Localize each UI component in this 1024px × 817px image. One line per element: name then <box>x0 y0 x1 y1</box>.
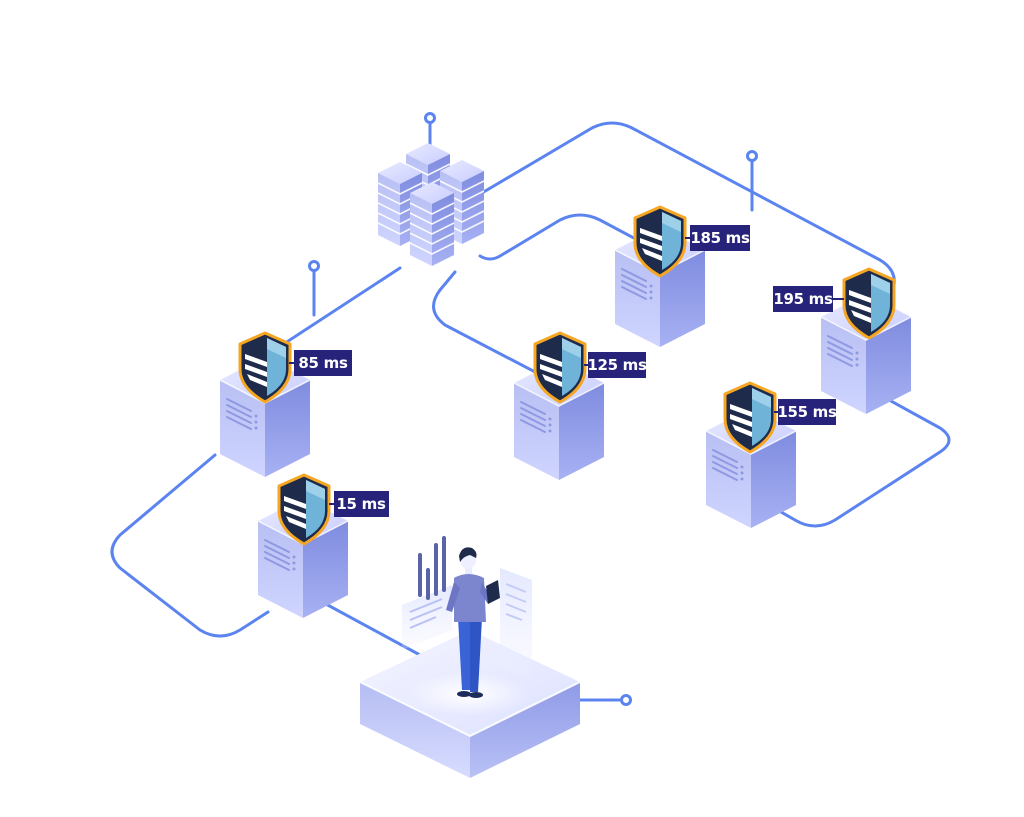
edge-node-125: 125 ms <box>513 331 647 481</box>
connector-pins <box>308 112 758 706</box>
latency-label: 125 ms <box>587 356 647 374</box>
person-icon <box>446 547 500 698</box>
latency-label-bg <box>588 352 646 378</box>
edge-node-85: 85 ms <box>219 331 352 478</box>
edge-node-15: 15 ms <box>257 473 389 619</box>
edge-node-195: 195 ms <box>773 267 912 415</box>
latency-label: 15 ms <box>336 495 386 513</box>
latency-label: 85 ms <box>298 354 348 372</box>
connector-pin-icon <box>308 260 320 272</box>
connector-pin-icon <box>746 150 758 162</box>
latency-label-bg <box>690 225 750 251</box>
server-cluster-icon <box>377 142 485 267</box>
edge-node-155: 155 ms <box>705 381 837 529</box>
bar-chart-icon <box>418 536 446 600</box>
connector-pin-icon <box>620 694 632 706</box>
latency-label: 195 ms <box>773 290 833 308</box>
latency-label-bg <box>294 350 352 376</box>
connector-pin-icon <box>424 112 436 124</box>
user-platform <box>359 536 581 778</box>
latency-label-bg <box>778 399 836 425</box>
latency-label-bg <box>773 286 833 312</box>
latency-label-bg <box>334 491 389 517</box>
hologram-screens <box>402 568 532 680</box>
latency-label: 155 ms <box>777 403 837 421</box>
latency-label: 185 ms <box>690 229 750 247</box>
edge-node-185: 185 ms <box>614 205 750 348</box>
